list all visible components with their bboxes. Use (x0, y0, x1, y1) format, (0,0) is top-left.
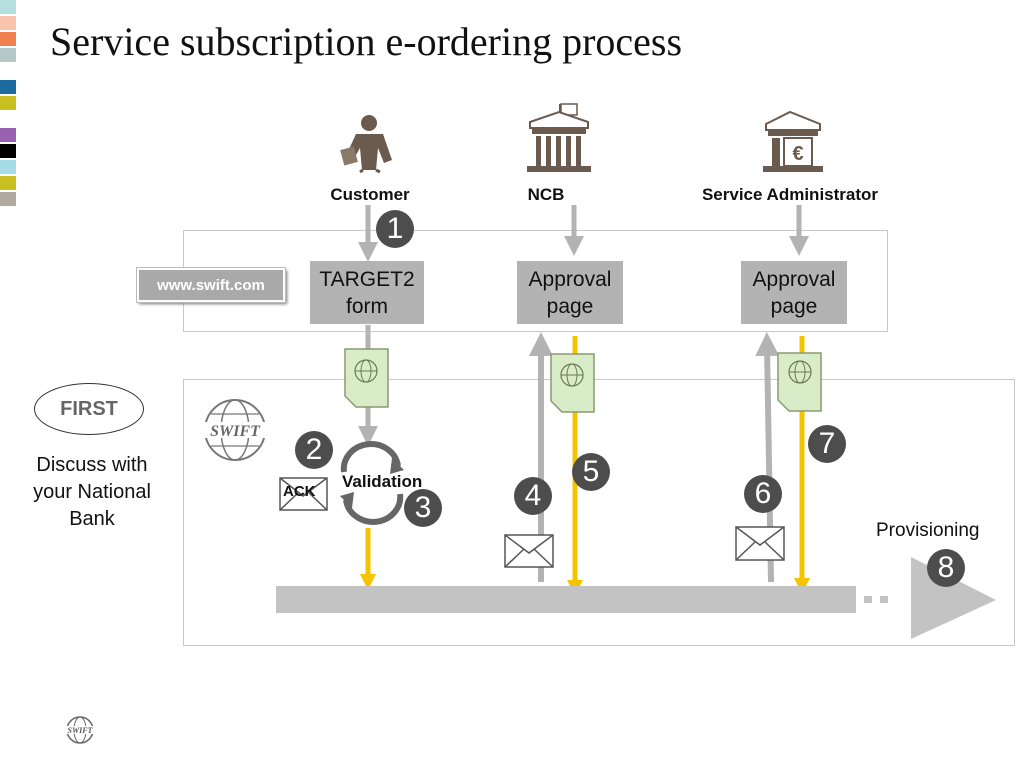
network-bus-bar (276, 586, 856, 613)
validation-cycle-icon (340, 441, 404, 525)
ack-envelope-icon (279, 477, 328, 511)
step-1-badge: 1 (376, 210, 414, 248)
step-7-badge: 7 (808, 425, 846, 463)
ack-label: ACK (283, 483, 316, 500)
color-swatch (0, 48, 16, 62)
role-label-service-administrator: Service Administrator (701, 185, 879, 204)
envelope-icon (735, 526, 785, 561)
color-swatch (0, 192, 16, 206)
color-swatch (0, 32, 16, 46)
role-label-customer: Customer (330, 185, 410, 204)
role-label-ncb: NCB (527, 185, 565, 204)
document-globe-icon (344, 348, 389, 408)
color-swatch (0, 144, 16, 158)
validation-label: Validation (342, 472, 423, 491)
step-5-badge: 5 (572, 453, 610, 491)
small-swift-logo: SWIFT (66, 716, 94, 744)
step-6-badge: 6 (744, 475, 782, 513)
step-2-badge: 2 (295, 431, 333, 469)
svg-text:€: € (792, 143, 803, 165)
step-8-badge: 8 (927, 549, 965, 587)
color-swatch (0, 176, 16, 190)
page-title: Service subscription e-ordering process (50, 19, 683, 64)
swift-url-link[interactable]: www.swift.com (136, 267, 286, 303)
color-swatch (0, 128, 16, 142)
document-globe-icon (777, 352, 822, 412)
step-4-badge: 4 (514, 477, 552, 515)
svg-text:SWIFT: SWIFT (210, 423, 261, 440)
svg-text:SWIFT: SWIFT (68, 726, 94, 735)
ncb-bank-building-icon (527, 103, 591, 172)
document-globe-icon (550, 353, 595, 413)
target2-form-box[interactable]: TARGET2 form (310, 261, 424, 324)
euro-bank-building-icon: € (763, 110, 823, 172)
step-3-badge: 3 (404, 489, 442, 527)
ncb-approval-page-box[interactable]: Approval page (517, 261, 623, 324)
first-badge: FIRST (34, 383, 144, 435)
color-swatch (0, 80, 16, 94)
provisioning-label: Provisioning (876, 520, 980, 541)
swift-globe-logo: SWIFT (203, 399, 267, 461)
discuss-with-bank-text: Discuss with your National Bank (33, 454, 151, 530)
customer-person-icon (340, 115, 392, 174)
envelope-icon (504, 534, 554, 568)
color-swatch (0, 0, 16, 14)
color-swatch (0, 16, 16, 30)
swift-network-frame (183, 379, 1015, 646)
color-swatch (0, 160, 16, 174)
admin-approval-page-box[interactable]: Approval page (741, 261, 847, 324)
color-swatch (0, 96, 16, 110)
